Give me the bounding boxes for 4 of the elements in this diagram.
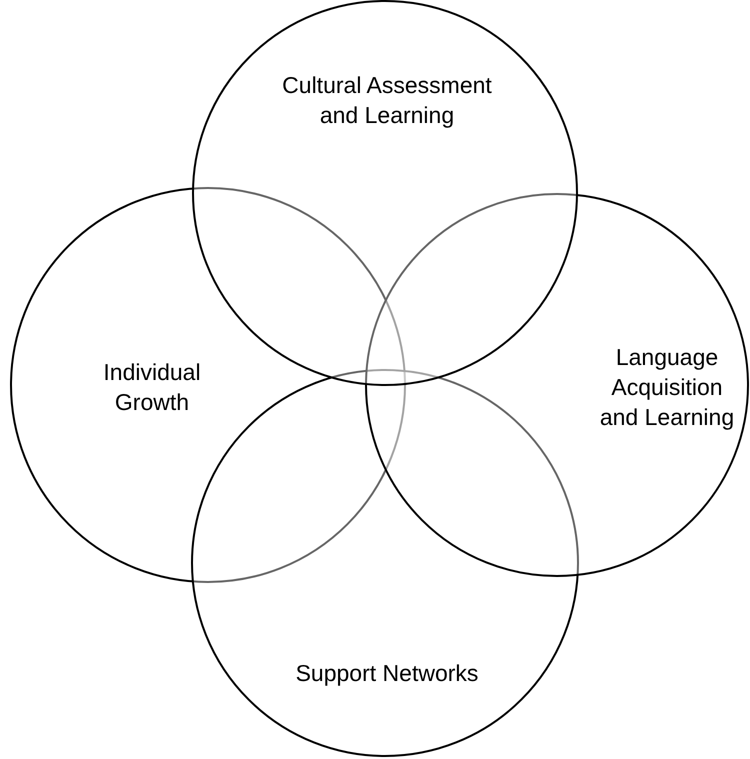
circle-label: Support Networks <box>294 659 480 688</box>
circle-label: Language Acquisition and Learning <box>598 343 736 432</box>
circle-label: Individual Growth <box>102 358 202 417</box>
circle-label: Cultural Assessment and Learning <box>281 71 493 130</box>
